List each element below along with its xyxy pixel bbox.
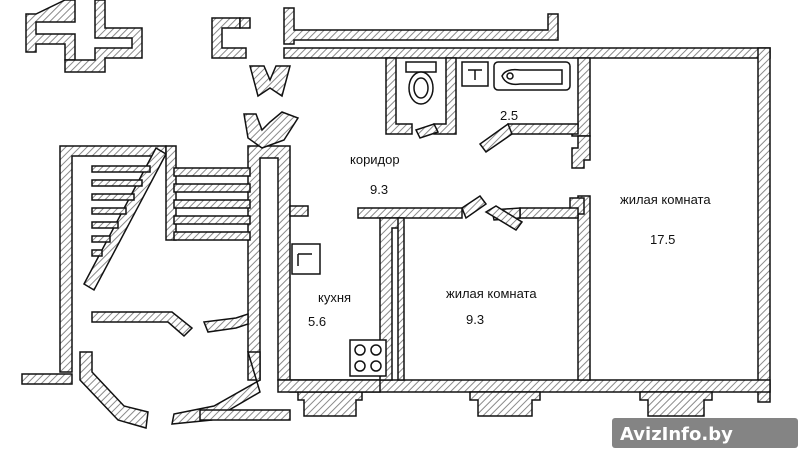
entrance-splay-lower	[243, 111, 300, 149]
burner-icon	[354, 360, 366, 372]
small-room-name: жилая комната	[446, 286, 537, 301]
stair-tread	[91, 193, 135, 201]
room-labels: коридор 9.3 2.5 кухня 5.6 жилая комната …	[308, 108, 711, 329]
door-large-room-leaf	[484, 205, 524, 231]
wall-large-room-left-lower	[577, 195, 591, 381]
wall-entrance-jamb	[239, 17, 251, 29]
wall-top-inner	[283, 47, 771, 59]
walls	[21, 0, 771, 429]
hall-wall-left-upper	[91, 311, 194, 338]
outer-wall-top	[283, 7, 559, 45]
stair-tread	[91, 249, 103, 257]
window-ledge-small-room	[469, 391, 541, 417]
toilet-tank	[405, 61, 437, 73]
hall-wall-bottom	[199, 409, 291, 421]
wall-kitchen-bottom	[277, 379, 381, 393]
stair-tread	[91, 221, 119, 229]
vent-shaft-left	[25, 0, 76, 61]
watermark-text: AvizInfo.by	[620, 424, 733, 445]
kitchen-name: кухня	[318, 290, 351, 305]
wall-kitchen-left	[247, 145, 291, 381]
watermark-bg	[612, 418, 798, 448]
landing-tread	[173, 215, 251, 225]
door-toilet	[414, 123, 440, 139]
door-bath	[478, 122, 513, 154]
door-small-room	[461, 194, 488, 220]
wall-small-room-top-left	[357, 207, 463, 219]
window-ledge-kitchen	[297, 391, 363, 417]
wall-toilet-right	[433, 57, 457, 135]
kitchen-area: 5.6	[308, 314, 326, 329]
hall-wall-bottom-left	[79, 351, 149, 429]
wall-bath-bottom	[507, 123, 579, 135]
stair-right-wall	[165, 145, 177, 241]
burner-icon	[354, 344, 366, 356]
entrance-splay-top	[249, 65, 291, 98]
burner-icon	[370, 344, 382, 356]
corridor-area: 9.3	[370, 182, 388, 197]
toilet-seat-inner	[413, 77, 429, 99]
vent-shaft-right	[64, 0, 143, 73]
bathroom-area: 2.5	[500, 108, 518, 123]
small-room-area: 9.3	[466, 312, 484, 327]
kitchen-door-stub	[289, 205, 309, 217]
landing-tread	[173, 183, 251, 193]
wall-toilet-left	[385, 57, 413, 135]
wall-large-room-left	[571, 135, 591, 169]
burner-icon	[370, 360, 382, 372]
corridor-name: коридор	[350, 152, 400, 167]
large-room-area: 17.5	[650, 232, 675, 247]
landing-tread	[173, 231, 251, 241]
kitchen-sink-icon	[291, 243, 321, 275]
watermark: AvizInfo.by	[612, 418, 798, 448]
large-room-name: жилая комната	[620, 192, 711, 207]
landing-tread	[173, 167, 251, 177]
wall-kitchen-right-cap	[397, 217, 405, 381]
stair-tread	[91, 179, 143, 187]
stair-outer-left	[21, 373, 73, 385]
window-ledge-large-room	[639, 391, 713, 417]
stove-icon	[349, 339, 387, 377]
stair-tread	[91, 165, 151, 173]
landing-tread	[173, 199, 251, 209]
stair-tread	[91, 207, 127, 215]
stair-tread	[91, 235, 111, 243]
outer-wall-right	[757, 47, 771, 403]
hall-wall-right-upper	[202, 312, 249, 333]
fixtures	[291, 61, 571, 377]
wall-small-room-top-right	[519, 207, 579, 219]
